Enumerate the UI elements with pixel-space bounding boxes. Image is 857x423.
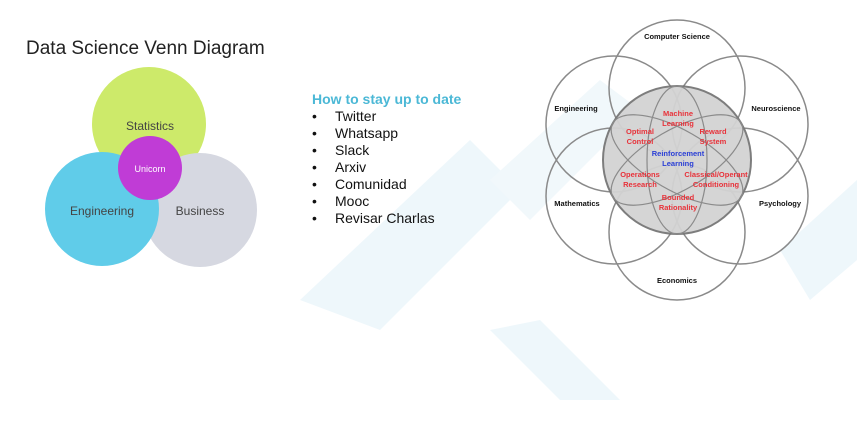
list-item: •Twitter: [312, 108, 377, 124]
svg-text:Learning: Learning: [662, 119, 694, 128]
svg-text:Rationality: Rationality: [659, 203, 698, 212]
list-item: •Arxiv: [312, 159, 367, 175]
engineering-label: Engineering: [70, 204, 134, 218]
list-item: •Whatsapp: [312, 125, 399, 141]
svg-text:Control: Control: [627, 137, 654, 146]
outer-label: Computer Science: [644, 32, 710, 41]
outer-label: Engineering: [554, 104, 598, 113]
svg-text:Machine: Machine: [663, 109, 693, 118]
venn-title: Data Science Venn Diagram: [26, 38, 265, 59]
svg-text:Conditioning: Conditioning: [693, 180, 740, 189]
unicorn-circle: [118, 136, 182, 200]
statistics-label: Statistics: [126, 119, 174, 133]
svg-text:System: System: [700, 137, 727, 146]
outer-label: Economics: [657, 276, 697, 285]
svg-text:Optimal: Optimal: [626, 127, 654, 136]
list-item: •Revisar Charlas: [312, 210, 435, 226]
resource-list: •Twitter •Whatsapp •Slack •Arxiv •Comuni…: [312, 108, 435, 227]
outer-label: Psychology: [759, 199, 802, 208]
reinforcement-learning-diagram: Computer Science Neuroscience Psychology…: [545, 19, 809, 301]
outer-label: Mathematics: [554, 199, 599, 208]
svg-text:Classical/Operant: Classical/Operant: [684, 170, 748, 179]
list-title: How to stay up to date: [312, 91, 462, 107]
business-label: Business: [176, 204, 225, 218]
center-label: Reinforcement: [652, 149, 705, 158]
svg-text:Research: Research: [623, 180, 657, 189]
svg-text:Bounded: Bounded: [662, 193, 695, 202]
unicorn-label: Unicorn: [134, 164, 165, 174]
list-item: •Slack: [312, 142, 370, 158]
outer-label: Neuroscience: [751, 104, 800, 113]
list-item: •Comunidad: [312, 176, 407, 192]
list-item: •Mooc: [312, 193, 370, 209]
svg-text:Operations: Operations: [620, 170, 660, 179]
svg-text:Reward: Reward: [699, 127, 727, 136]
center-label: Learning: [662, 159, 694, 168]
data-science-venn-diagram: Statistics Engineering Business Unicorn: [45, 67, 257, 267]
